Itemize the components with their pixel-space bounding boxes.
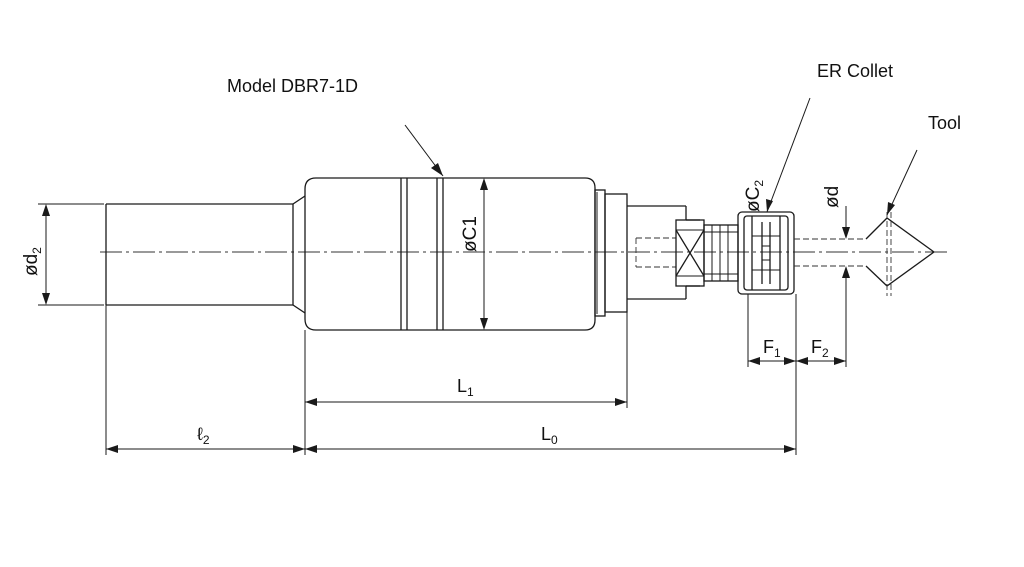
tool-shank: [794, 238, 866, 267]
dimension-d2: ød2: [21, 203, 104, 306]
dimension-l0: L0: [305, 424, 796, 453]
tool: [865, 212, 935, 296]
flange: [594, 189, 628, 317]
tool-callout: Tool: [928, 113, 961, 133]
dimension-l2-label: ℓ2: [197, 424, 210, 447]
hex-nut: [675, 219, 705, 287]
dimension-d2-label: ød2: [21, 247, 44, 276]
dimension-c1: øC1: [460, 178, 488, 330]
thread-section: [703, 224, 739, 282]
dimension-l1-label: L1: [457, 376, 474, 399]
collet-callout: ER Collet: [817, 61, 893, 81]
main-body: [304, 177, 596, 331]
dimension-d-label: ød: [822, 186, 843, 208]
dimension-c2-label: øC2: [743, 180, 766, 212]
dimension-d: ød: [822, 186, 850, 298]
dimension-c1-label: øC1: [460, 216, 481, 252]
dimension-l2: ℓ2: [106, 424, 305, 453]
dimension-l1: L1: [305, 376, 627, 406]
dimension-f2: F2: [796, 337, 846, 365]
dimension-f2-label: F2: [811, 337, 829, 360]
dimension-f1: F1: [748, 337, 796, 365]
callout-leaders: [404, 97, 918, 216]
extension-lines: [105, 294, 847, 455]
dimension-l0-label: L0: [541, 424, 558, 447]
shank: [105, 195, 306, 314]
dimension-f1-label: F1: [763, 337, 781, 360]
model-callout: Model DBR7-1D: [227, 76, 358, 96]
er-collet: [737, 211, 795, 295]
dimension-c2: øC2: [743, 180, 766, 212]
